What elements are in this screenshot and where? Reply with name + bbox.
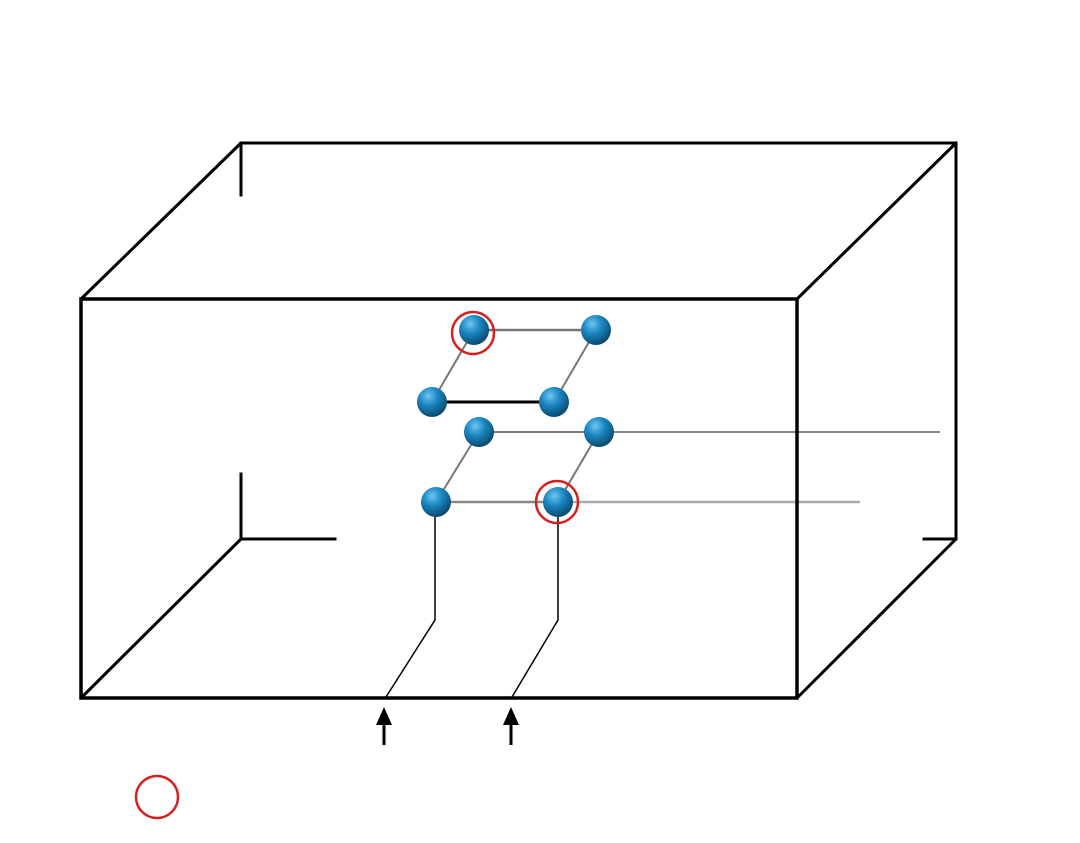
projection-lines (385, 431, 940, 698)
circle-marker-icon (534, 479, 580, 525)
sphere-icon (464, 417, 494, 447)
box-depth-top-left (79, 141, 243, 301)
sphere-icon (459, 315, 489, 345)
sphere-icon (539, 387, 569, 417)
box-depth-edges (79, 141, 958, 700)
sphere-icon (421, 487, 451, 517)
sphere-icon (581, 315, 611, 345)
box-back-edges (239, 141, 958, 541)
highlight-markers (450, 310, 580, 525)
lattice-edges (430, 328, 600, 504)
arrows (376, 707, 519, 745)
projection-line-floor-right (511, 502, 559, 698)
sphere-icon (584, 417, 614, 447)
sphere-icon (417, 387, 447, 417)
up-arrow-icon (376, 707, 392, 745)
circle-marker-icon (450, 310, 496, 356)
projection-line-floor-left (385, 502, 436, 698)
up-arrow-icon (503, 707, 519, 745)
box-depth-top-right (795, 141, 958, 301)
legend-marker-icon (134, 774, 180, 820)
box-depth-bottom-left (79, 537, 243, 700)
lattice-points (417, 315, 614, 517)
sphere-icon (543, 487, 573, 517)
box-front-face (79, 297, 799, 700)
box-depth-bottom-right (795, 537, 958, 700)
